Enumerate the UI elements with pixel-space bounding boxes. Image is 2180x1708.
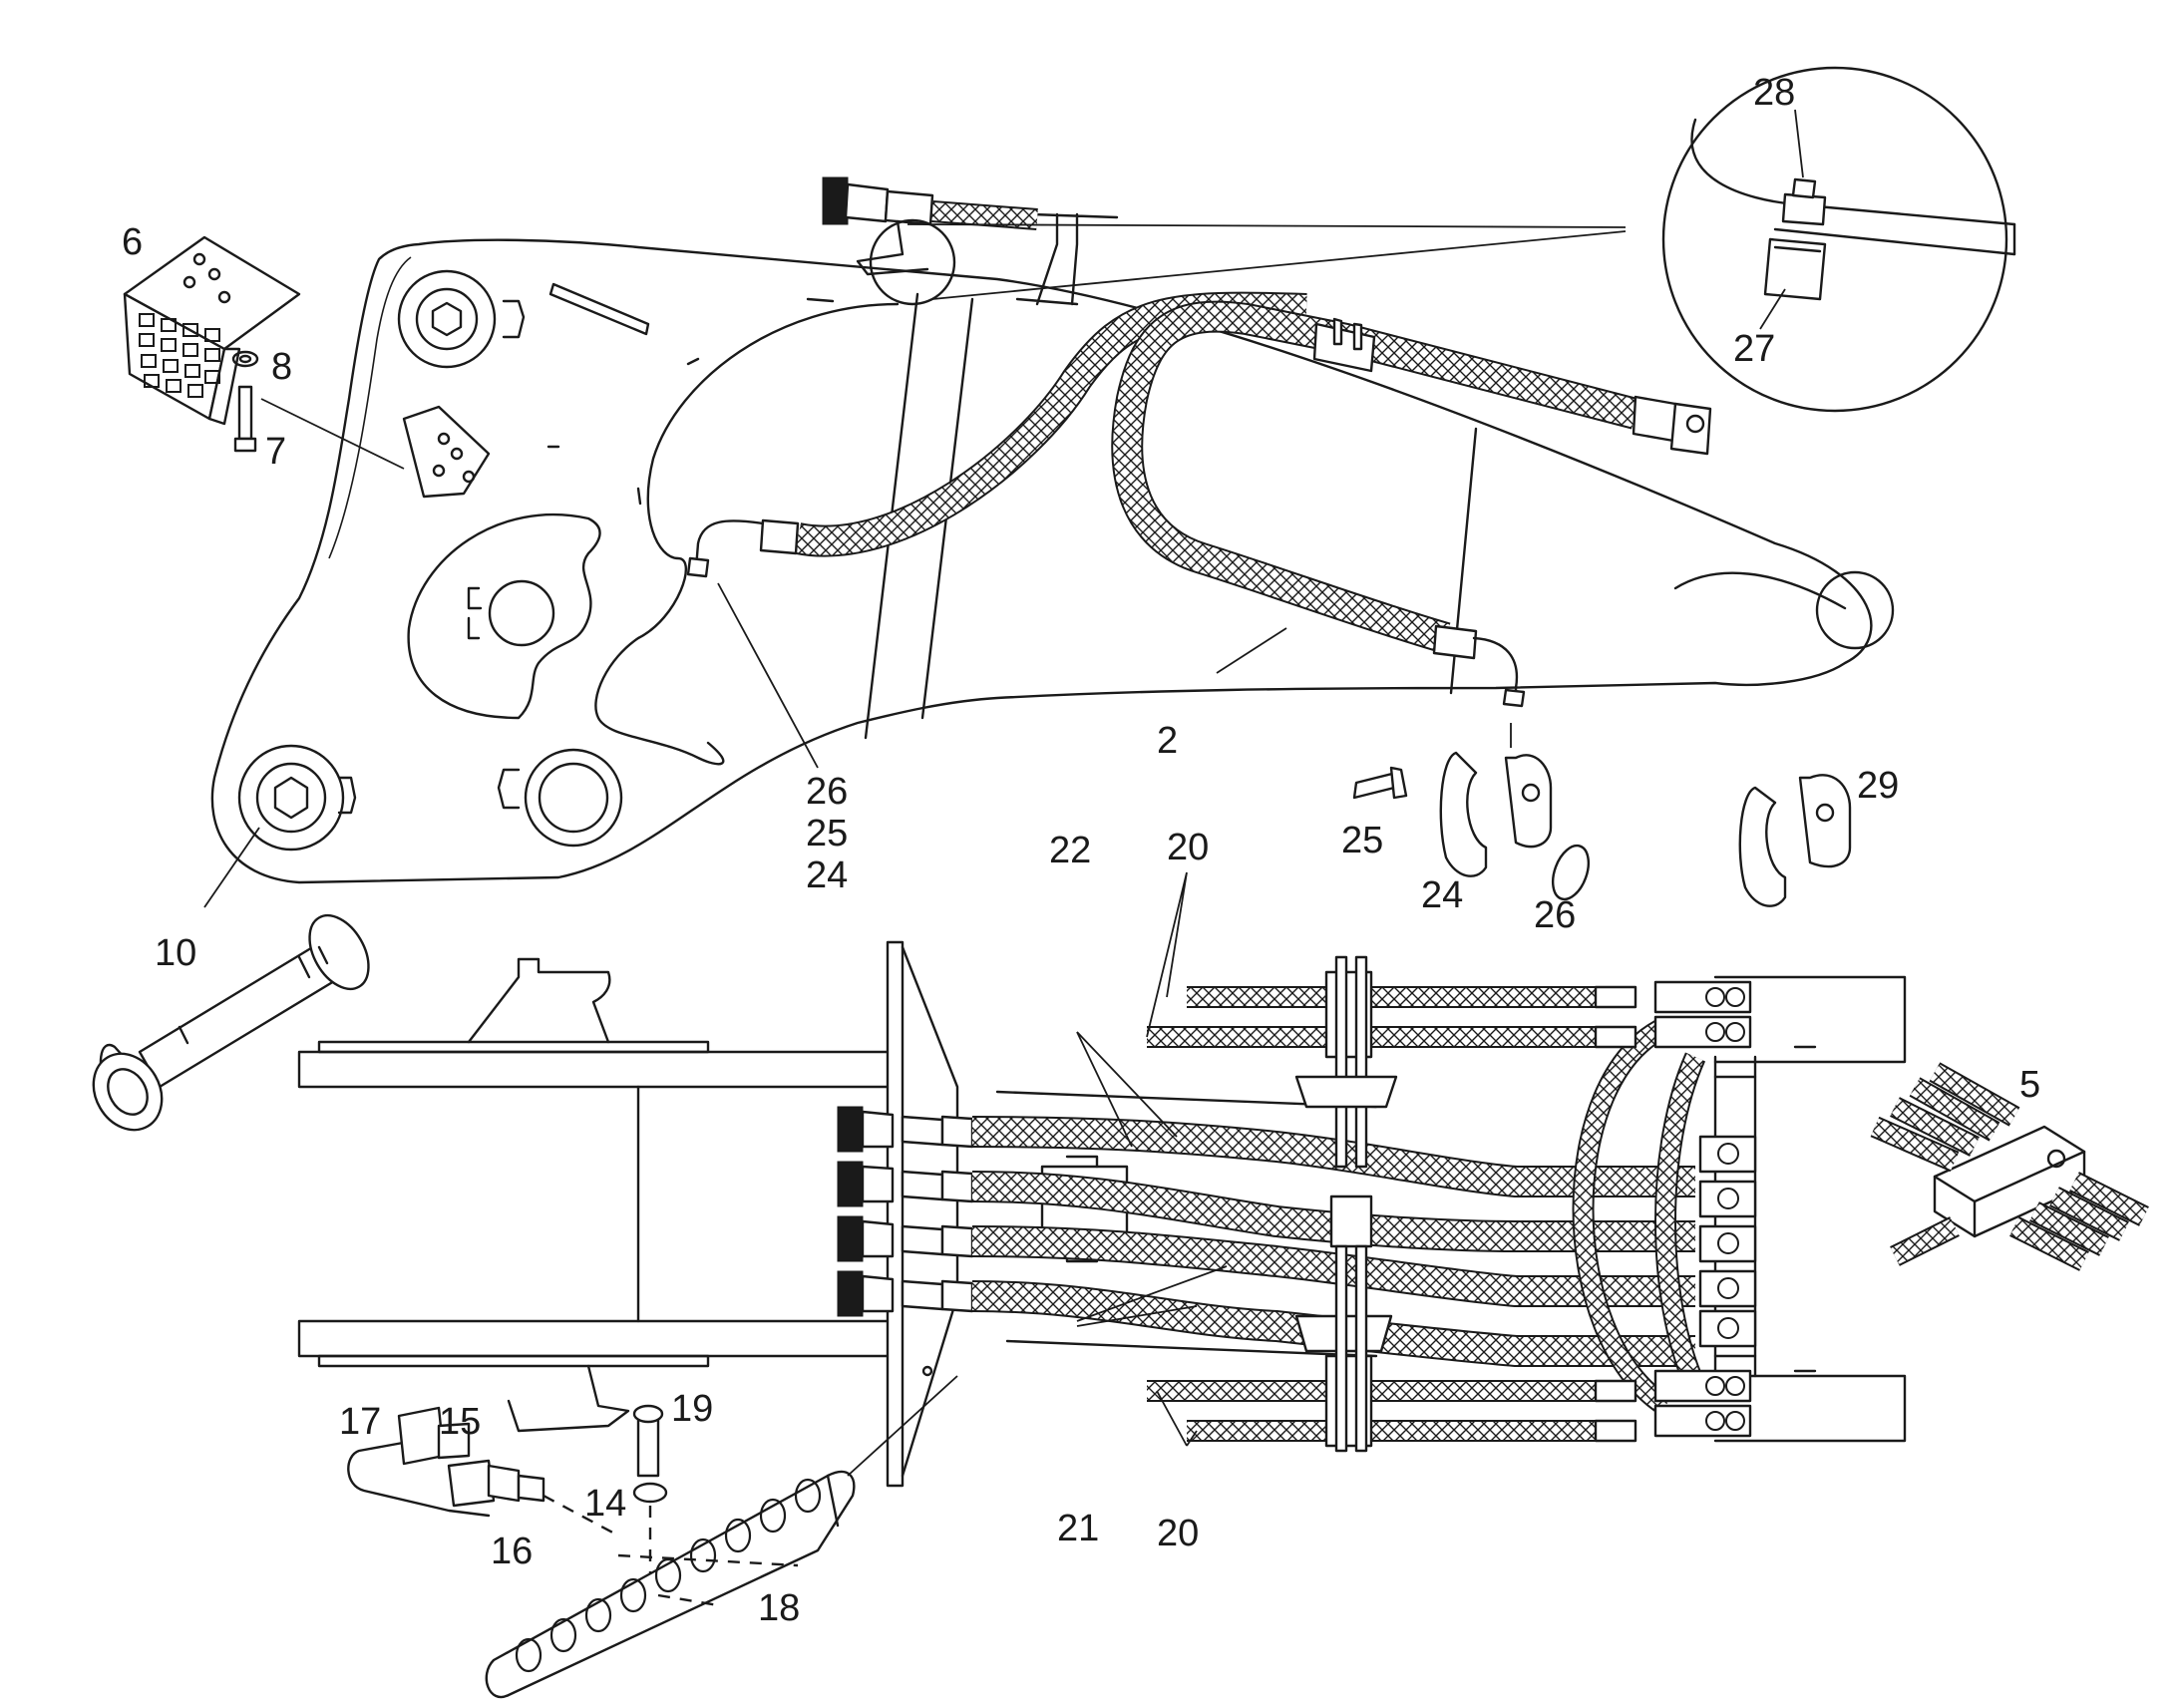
callout-20-top: 20 (1167, 827, 1209, 868)
callout-29: 29 (1857, 765, 1899, 807)
callout-25-right: 25 (1341, 820, 1383, 861)
quick-couplers (837, 1106, 974, 1317)
callout-24-right: 24 (1421, 874, 1463, 916)
callout-25-left: 25 (806, 813, 848, 854)
flange-set (1352, 751, 1852, 907)
pin-assembly (92, 913, 370, 1132)
callout-19: 19 (671, 1388, 713, 1430)
callout-14: 14 (584, 1483, 626, 1525)
detail-view (1661, 66, 2016, 413)
hose-clamps (1294, 955, 1398, 1453)
coupler-and-bar (347, 1375, 958, 1699)
callout-16: 16 (491, 1531, 533, 1572)
boom-arm (210, 212, 1895, 884)
callout-6: 6 (122, 221, 143, 263)
callout-26-right: 26 (1534, 894, 1576, 936)
callout-28: 28 (1753, 72, 1795, 114)
leader-lines (203, 109, 1804, 1447)
top-hose-fitting (822, 176, 1038, 306)
boom-hoses (686, 291, 1712, 708)
callout-27: 27 (1733, 328, 1775, 370)
manifold-part-5 (1870, 1062, 2149, 1271)
callout-26-left: 26 (806, 771, 848, 813)
callout-7: 7 (265, 431, 286, 473)
callout-17: 17 (339, 1401, 381, 1443)
callout-5: 5 (2019, 1064, 2040, 1106)
mounting-plate (123, 235, 405, 470)
callout-18: 18 (758, 1587, 800, 1629)
callout-24-left: 24 (806, 854, 848, 896)
callout-10: 10 (155, 932, 196, 974)
callout-8: 8 (271, 346, 292, 388)
callout-21: 21 (1057, 1508, 1099, 1549)
lower-hoses (971, 985, 1706, 1443)
callout-15: 15 (439, 1401, 481, 1443)
callout-22: 22 (1049, 830, 1091, 871)
callout-2: 2 (1157, 720, 1178, 762)
valve-blocks (1653, 975, 1907, 1443)
callout-labels: 2 5 6 7 8 10 14 15 16 17 18 19 20 20 21 … (122, 72, 2040, 1629)
callout-20-bottom: 20 (1157, 1513, 1199, 1554)
